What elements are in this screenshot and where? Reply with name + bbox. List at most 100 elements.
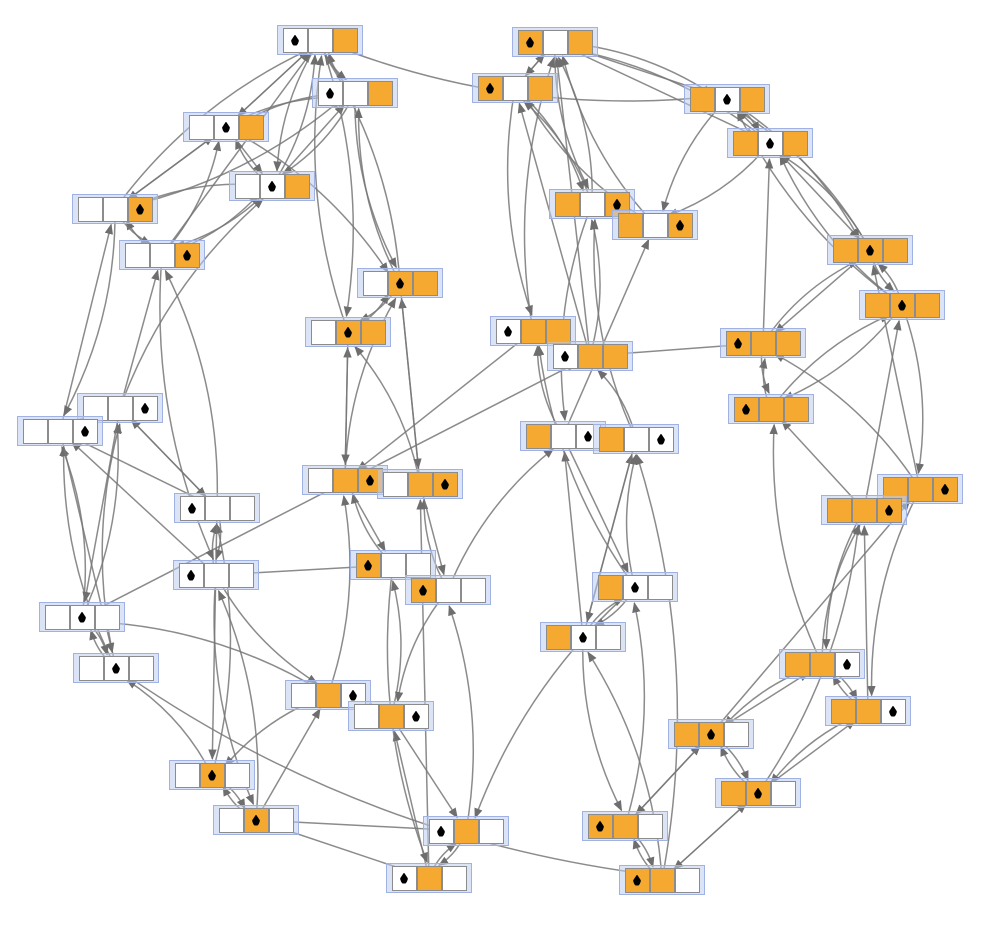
state-node[interactable] — [592, 572, 678, 602]
state-node[interactable] — [715, 778, 801, 808]
state-node[interactable] — [73, 653, 159, 683]
transition-edge — [561, 450, 584, 638]
water-drop-icon — [400, 872, 408, 884]
filled-cell — [650, 868, 674, 892]
filled-cell — [175, 243, 199, 267]
state-node[interactable] — [302, 465, 388, 495]
transition-edge — [581, 636, 623, 812]
transition-edge — [562, 238, 650, 437]
state-node[interactable] — [877, 474, 963, 504]
state-node[interactable] — [728, 394, 814, 424]
state-node[interactable] — [277, 25, 363, 55]
state-node[interactable] — [119, 240, 205, 270]
state-node[interactable] — [72, 194, 158, 224]
water-drop-icon — [344, 326, 352, 338]
filled-cell — [908, 477, 932, 501]
transition-edge — [217, 589, 259, 821]
empty-cell — [48, 419, 72, 443]
transition-edge — [901, 304, 925, 475]
state-cells — [77, 196, 153, 222]
transition-edge — [517, 102, 591, 357]
empty-cell — [442, 866, 466, 890]
state-node[interactable] — [668, 719, 754, 749]
empty-cell — [479, 819, 503, 843]
state-node[interactable] — [350, 550, 436, 580]
state-node[interactable] — [229, 171, 315, 201]
state-node[interactable] — [612, 210, 698, 240]
state-cells — [720, 780, 796, 806]
state-node[interactable] — [582, 811, 668, 841]
transition-edge — [115, 667, 649, 878]
state-node[interactable] — [472, 73, 558, 103]
water-drop-icon — [504, 325, 512, 337]
state-cells — [353, 703, 429, 729]
transition-edge — [390, 579, 402, 717]
state-node[interactable] — [348, 701, 434, 731]
state-node[interactable] — [183, 112, 269, 142]
transition-edge — [119, 269, 160, 409]
state-node[interactable] — [821, 495, 907, 525]
state-node[interactable] — [377, 469, 463, 499]
state-cells — [218, 807, 294, 833]
state-node[interactable] — [779, 649, 865, 679]
water-drop-icon — [441, 478, 449, 490]
state-node[interactable] — [173, 560, 259, 590]
empty-cell — [219, 808, 243, 832]
state-cells — [355, 552, 431, 578]
empty-cell — [95, 605, 119, 629]
water-drop-icon — [889, 705, 897, 717]
transition-edge — [327, 494, 351, 696]
state-node[interactable] — [405, 575, 491, 605]
state-node[interactable] — [593, 424, 679, 454]
state-node[interactable] — [174, 493, 260, 523]
filled-cell — [478, 76, 502, 100]
state-node[interactable] — [305, 317, 391, 347]
filled-cell — [599, 427, 623, 451]
state-node[interactable] — [357, 268, 443, 298]
water-drop-icon — [222, 121, 230, 133]
state-cells — [428, 818, 504, 844]
empty-cell — [461, 578, 485, 602]
empty-cell — [78, 197, 102, 221]
state-node[interactable] — [512, 27, 598, 57]
transition-edge — [354, 107, 401, 284]
state-node[interactable] — [859, 290, 945, 320]
water-drop-icon — [81, 425, 89, 437]
state-node[interactable] — [386, 863, 472, 893]
state-node[interactable] — [727, 128, 813, 158]
state-node[interactable] — [17, 416, 103, 446]
state-node[interactable] — [169, 760, 255, 790]
state-node[interactable] — [312, 78, 398, 108]
state-node[interactable] — [490, 316, 576, 346]
empty-cell — [103, 197, 127, 221]
state-cells — [689, 86, 765, 112]
empty-cell — [648, 575, 672, 599]
state-node[interactable] — [39, 602, 125, 632]
state-node[interactable] — [213, 805, 299, 835]
state-node[interactable] — [619, 865, 705, 895]
filled-cell — [740, 87, 764, 111]
filled-cell — [578, 344, 602, 368]
filled-cell — [883, 477, 907, 501]
state-node[interactable] — [423, 816, 509, 846]
state-cells — [188, 114, 264, 140]
empty-cell — [318, 81, 342, 105]
filled-cell — [734, 397, 758, 421]
filled-cell — [128, 197, 152, 221]
state-node[interactable] — [720, 328, 806, 358]
empty-cell — [180, 496, 204, 520]
water-drop-icon — [766, 137, 774, 149]
water-drop-icon — [136, 203, 144, 215]
filled-cell — [244, 808, 268, 832]
water-drop-icon — [734, 337, 742, 349]
state-node[interactable] — [547, 341, 633, 371]
state-node[interactable] — [540, 622, 626, 652]
state-node[interactable] — [684, 84, 770, 114]
transition-edge — [560, 55, 656, 226]
empty-cell — [175, 763, 199, 787]
filled-cell — [388, 271, 412, 295]
state-node[interactable] — [827, 235, 913, 265]
water-drop-icon — [596, 820, 604, 832]
state-node[interactable] — [825, 696, 911, 726]
